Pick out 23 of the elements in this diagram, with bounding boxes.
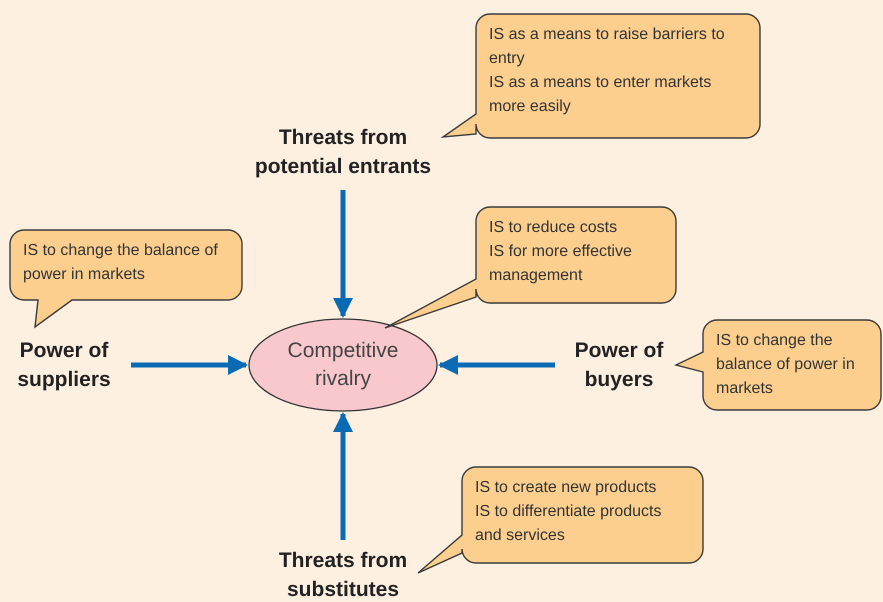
force-label: Threats from potential entrants [233,122,453,182]
bubble-text: IS to create new products [475,478,658,498]
bubble-text: IS to change the balance of power in markets [23,241,219,285]
bubble-text: IS to reduce costs [489,218,618,238]
speech-bubble [10,230,242,327]
arrow [438,355,555,375]
rivalry-ellipse [248,318,438,412]
force-label: Power of suppliers [5,337,123,393]
arrow [131,355,248,375]
speech-bubble [385,207,676,328]
speech-bubble [418,467,703,573]
bubble-text: IS to differentiate products and services [475,502,662,546]
speech-bubble [443,14,760,138]
arrow [333,412,353,540]
bubble-text: IS as a means to raise barriers to entry [489,25,726,69]
bubble-text: IS for more effective management [489,242,633,286]
arrow [333,190,353,318]
bubble-text: IS to change the balance of power in markets [716,331,856,399]
force-label: Power of buyers [563,337,675,393]
node-text: Competitive rivalry [286,338,400,392]
speech-bubble [676,320,881,410]
force-label: Threats from substitutes [253,548,433,602]
bubble-text: IS as a means to enter markets more easily [489,73,712,117]
